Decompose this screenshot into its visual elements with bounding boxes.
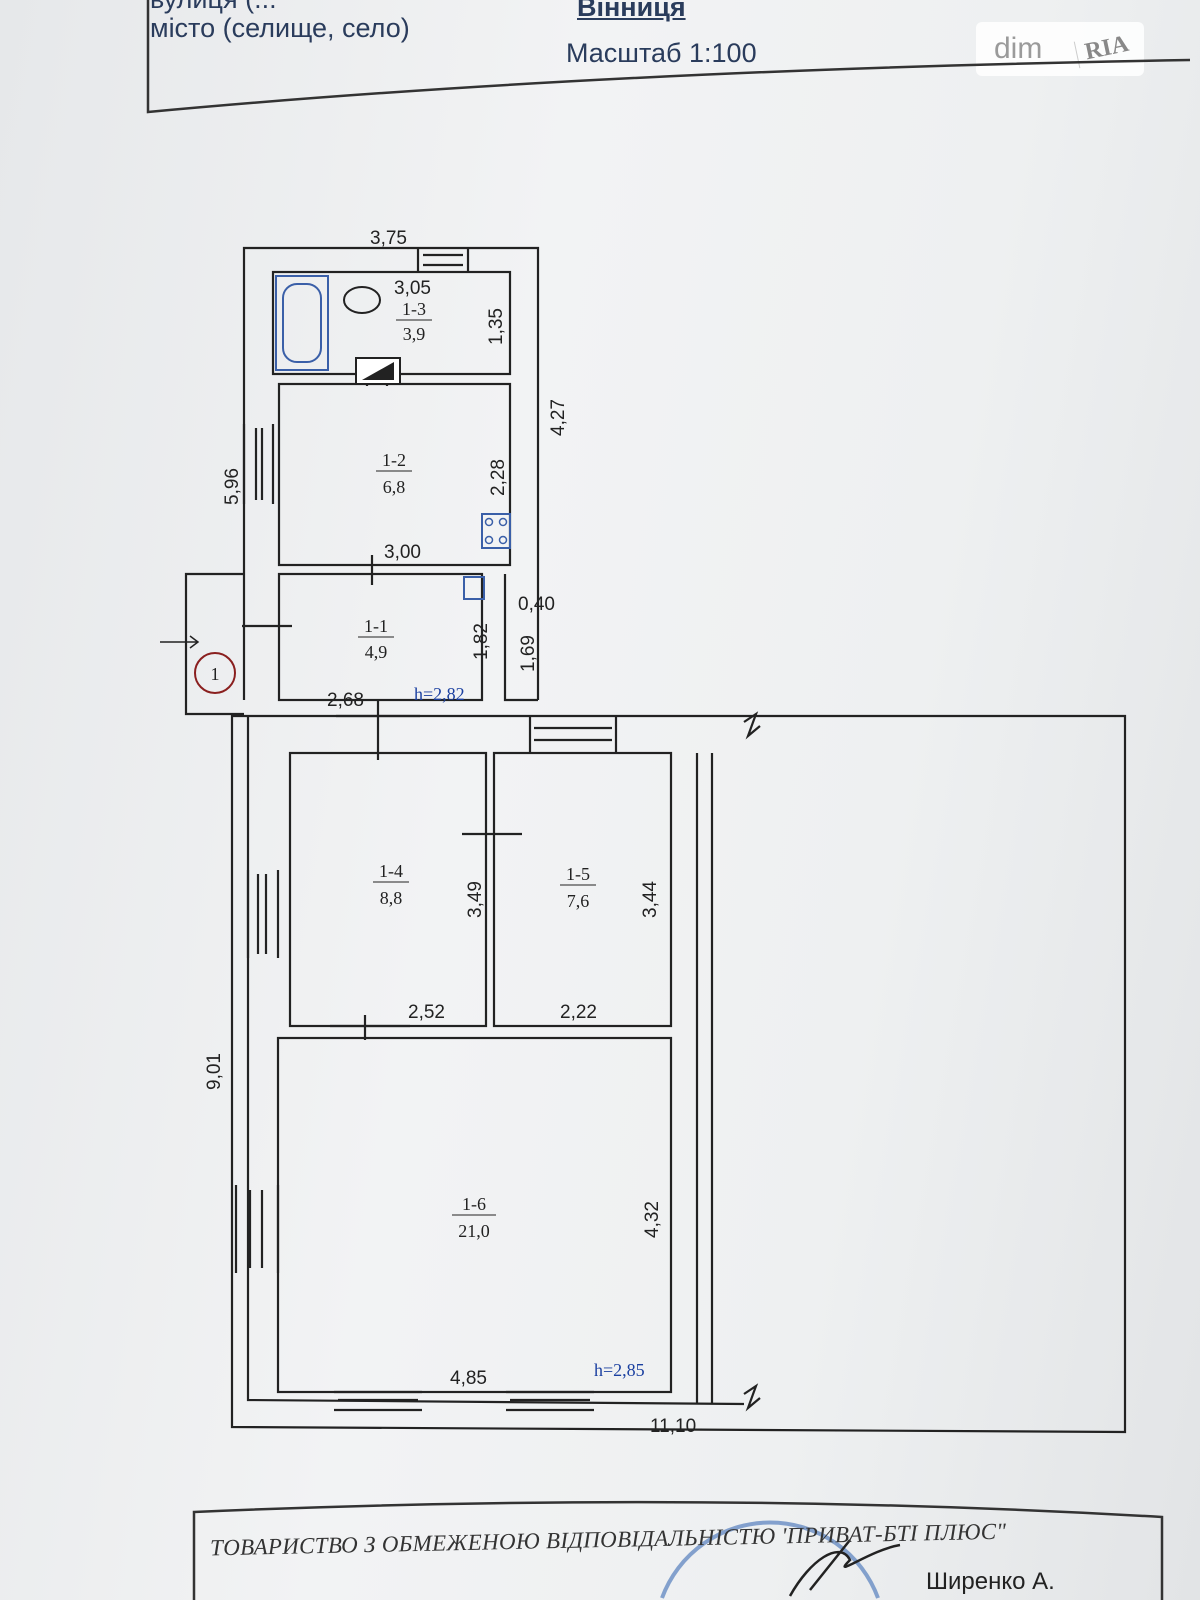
boiler-glyph	[362, 362, 394, 380]
window-top	[416, 248, 470, 272]
room-1-2-walls	[277, 382, 512, 567]
room-id-1-5: 1-5	[566, 864, 590, 884]
signature	[788, 1539, 901, 1597]
dim-label: 3,05	[394, 278, 431, 299]
dim-label: 3,75	[370, 228, 407, 249]
dim-label: 9,01	[204, 1053, 225, 1090]
inner-wall-line	[246, 716, 745, 1406]
room-id-1-2: 1-2	[382, 450, 406, 470]
room-area-1-2: 6,8	[383, 477, 406, 497]
dim-label: 4,32	[642, 1201, 663, 1238]
room-id-1-3: 1-3	[402, 299, 426, 319]
dim-label: 4,85	[450, 1368, 487, 1389]
dim-label: 2,68	[327, 690, 364, 711]
company-stamp	[660, 1520, 880, 1599]
stove-icon	[481, 513, 511, 549]
windows-bottom	[334, 1390, 594, 1412]
dim-label: 1,35	[486, 308, 507, 345]
dimension-labels: 3,75 3,05 1,35 4,27 5,96 2,28 3,00 0,40 …	[204, 228, 696, 1437]
dim-label: 11,10	[650, 1416, 696, 1437]
city-label: місто (селище, село)	[150, 13, 410, 43]
dim-ria-watermark: dim RIA	[976, 22, 1144, 76]
entrance-marker	[194, 652, 236, 694]
room-id-1-6: 1-6	[462, 1194, 486, 1214]
break-lines	[743, 711, 761, 1412]
dim-label: 2,28	[488, 459, 509, 496]
dim-label: 2,22	[560, 1002, 597, 1023]
bathtub-basin	[282, 283, 322, 363]
party-wall	[695, 753, 714, 1404]
radiator-icon	[463, 576, 485, 600]
room-labels: 1-3 3,9 1-2 6,8 1-1 4,9 1-4 8,8 1-5 7,6 …	[358, 299, 596, 1241]
window-top-1-5	[528, 716, 618, 753]
room-id-1-1: 1-1	[364, 616, 388, 636]
city-value: Вінниця	[577, 0, 686, 22]
window-left-1-2	[242, 424, 275, 504]
dim-label: 1,82	[471, 623, 492, 660]
footer-frame	[192, 1500, 1164, 1600]
outer-wall-main-block	[230, 714, 1127, 1434]
wall-segment	[503, 574, 538, 702]
entrance-arrow-icon	[160, 635, 200, 649]
toilet-icon	[343, 286, 381, 314]
ceiling-height-label: h=2,82	[414, 684, 465, 704]
entrance-porch	[184, 572, 244, 716]
room-area-1-5: 7,6	[567, 891, 590, 911]
doors-top-block	[242, 374, 389, 628]
dim-label: 3,49	[465, 881, 486, 918]
room-1-5-walls	[492, 751, 673, 1028]
dim-label: 0,40	[518, 594, 555, 615]
room-area-1-1: 4,9	[365, 642, 388, 662]
room-id-1-4: 1-4	[379, 861, 403, 881]
street-label: вулиця (...	[150, 0, 277, 13]
room-area-1-6: 21,0	[458, 1221, 490, 1241]
entrance-marker-label: 1	[211, 664, 220, 684]
signer-name: Ширенко А.	[926, 1568, 1055, 1595]
header-frame	[146, 0, 1191, 114]
dim-label: 4,27	[548, 399, 569, 436]
dim-label: 2,52	[408, 1002, 445, 1023]
window-left-1-4	[246, 870, 280, 958]
stove-burners	[484, 517, 508, 545]
dim-label: 5,96	[222, 468, 243, 505]
dim-label: 1,69	[518, 635, 539, 672]
ceiling-height-label: h=2,85	[594, 1360, 645, 1380]
room-area-1-4: 8,8	[380, 888, 403, 908]
bathtub-icon	[275, 275, 329, 371]
watermark-dim: dim	[994, 32, 1043, 65]
room-area-1-3: 3,9	[403, 324, 426, 344]
doors-main-block	[330, 700, 522, 1040]
dim-label: 3,00	[384, 542, 421, 563]
dim-label: 3,44	[640, 881, 661, 918]
scale-label: Масштаб 1:100	[566, 38, 757, 68]
window-left-1-6	[234, 1185, 280, 1273]
room-1-1-walls	[277, 572, 484, 702]
